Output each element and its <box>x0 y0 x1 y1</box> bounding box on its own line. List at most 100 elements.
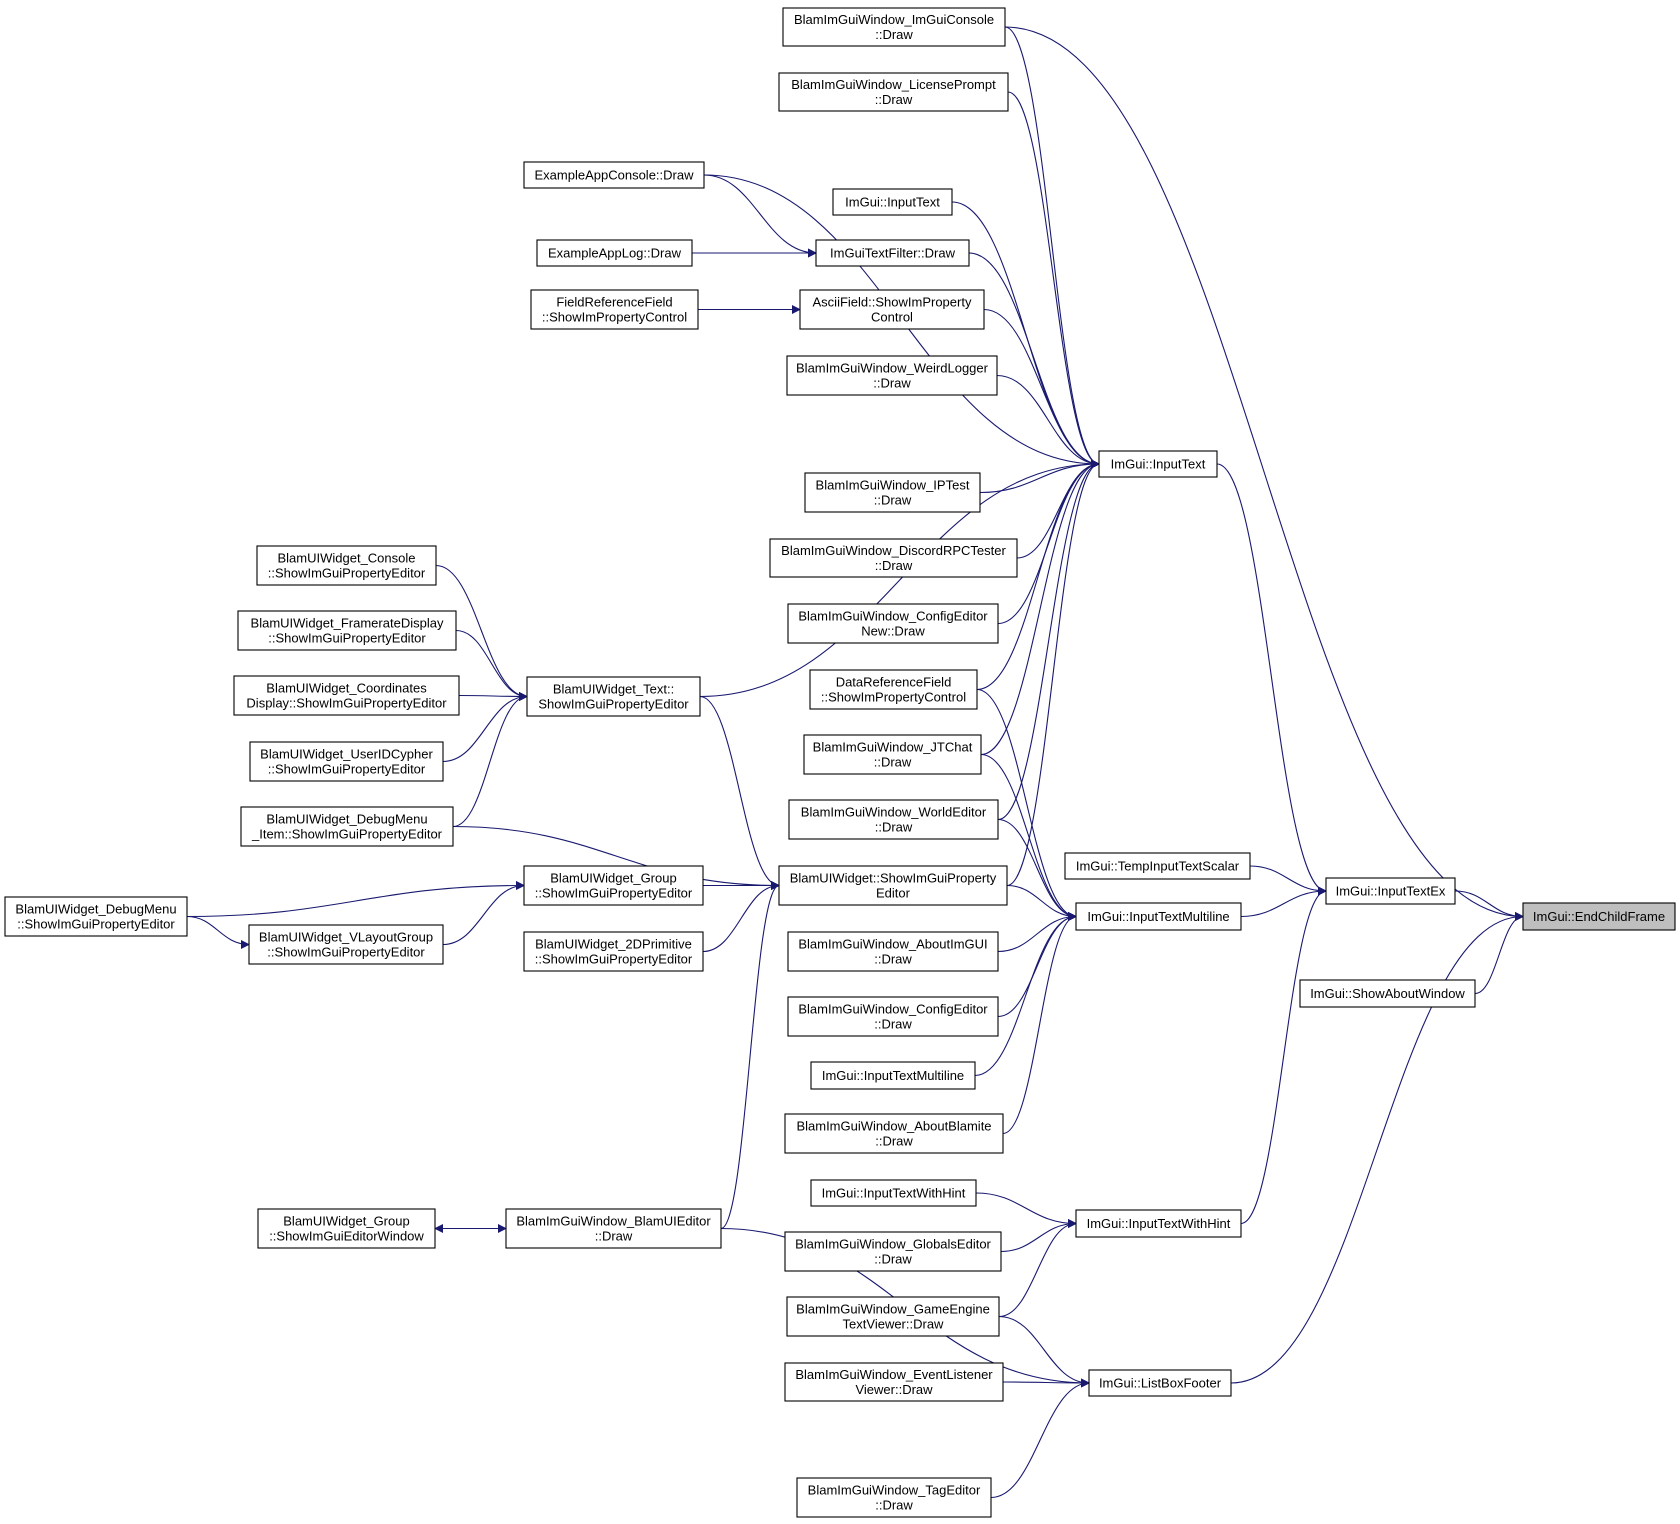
edge-path <box>997 459 1100 821</box>
function-node[interactable]: BlamUIWidget_DebugMenu::ShowImGuiPropert… <box>4 896 188 937</box>
function-node[interactable]: ImGui::InputTextEx <box>1325 877 1456 905</box>
node-box <box>1088 1369 1232 1397</box>
call-edge <box>1454 890 1524 921</box>
node-label: ImGui::TempInputTextScalar <box>1076 859 1240 874</box>
function-node[interactable]: BlamImGuiWindow_IPTest::Draw <box>804 472 981 513</box>
node-label: ::ShowImGuiPropertyEditor <box>268 631 426 646</box>
node-box <box>787 931 999 972</box>
function-node[interactable]: AsciiField::ShowImPropertyControl <box>799 289 985 330</box>
edge-path <box>998 1219 1077 1318</box>
function-node[interactable]: ExampleAppLog::Draw <box>536 239 693 267</box>
function-node[interactable]: BlamImGuiWindow_AboutBlamite::Draw <box>784 1113 1004 1154</box>
function-node[interactable]: ImGui::InputTextWithHint <box>810 1179 977 1207</box>
function-node[interactable]: BlamImGuiWindow_DiscordRPCTester::Draw <box>769 538 1018 578</box>
function-node[interactable]: BlamUIWidget_FramerateDisplay::ShowImGui… <box>237 610 457 651</box>
call-edge <box>980 459 1100 756</box>
call-edge <box>455 629 528 701</box>
node-label: Viewer::Draw <box>855 1382 933 1397</box>
edge-path <box>976 459 1100 691</box>
function-node[interactable]: BlamUIWidget_VLayoutGroup::ShowImGuiProp… <box>248 924 444 965</box>
function-node[interactable]: BlamUIWidget_CoordinatesDisplay::ShowImG… <box>233 675 460 716</box>
call-edge <box>997 818 1077 921</box>
function-node[interactable]: BlamUIWidget_Console::ShowImGuiPropertyE… <box>256 545 437 586</box>
node-label: BlamUIWidget_UserIDCypher <box>260 747 433 762</box>
function-node[interactable]: ImGui::InputTextWithHint <box>1075 1209 1242 1238</box>
function-node[interactable]: BlamImGuiWindow_ConfigEditor::Draw <box>787 996 999 1037</box>
node-label: ImGui::InputText <box>1111 457 1206 472</box>
node-label: ImGui::ShowAboutWindow <box>1310 986 1465 1001</box>
function-node[interactable]: DataReferenceField::ShowImPropertyContro… <box>809 669 978 710</box>
function-node[interactable]: BlamImGuiWindow_BlamUIEditor::Draw <box>505 1208 722 1249</box>
node-box <box>778 865 1008 906</box>
edge-path <box>442 881 525 946</box>
function-node[interactable]: ImGui::InputText <box>1098 450 1218 478</box>
node-label: BlamImGuiWindow_WeirdLogger <box>796 361 989 376</box>
function-node[interactable]: BlamUIWidget_2DPrimitive::ShowImGuiPrope… <box>523 931 704 972</box>
edge-path <box>968 252 1100 469</box>
function-node[interactable]: BlamImGuiWindow_WorldEditor::Draw <box>788 799 999 840</box>
function-node[interactable]: ImGui::ListBoxFooter <box>1088 1369 1232 1397</box>
node-label: BlamUIWidget_Group <box>550 871 676 886</box>
function-node[interactable]: BlamImGuiWindow_TagEditor::Draw <box>796 1477 992 1518</box>
function-node[interactable]: BlamImGuiWindow_WeirdLogger::Draw <box>786 355 998 396</box>
node-label: ::Draw <box>875 92 913 107</box>
function-node[interactable]: BlamUIWidget_Group::ShowImGuiEditorWindo… <box>257 1208 436 1249</box>
node-label: ShowImGuiPropertyEditor <box>538 697 689 712</box>
node-label: ::Draw <box>874 1252 912 1267</box>
function-node[interactable]: ExampleAppConsole::Draw <box>523 161 705 189</box>
node-label: BlamImGuiWindow_GlobalsEditor <box>795 1237 991 1252</box>
function-node[interactable]: BlamImGuiWindow_AboutImGUI::Draw <box>787 931 999 972</box>
function-node[interactable]: FieldReferenceField::ShowImPropertyContr… <box>530 289 699 330</box>
function-node[interactable]: BlamImGuiWindow_EventListenerViewer::Dra… <box>784 1362 1004 1402</box>
call-edge <box>998 1315 1090 1388</box>
call-edge <box>996 374 1100 469</box>
node-box <box>536 239 693 267</box>
function-node[interactable]: BlamUIWidget_Group::ShowImGuiPropertyEdi… <box>523 865 704 906</box>
call-edge <box>976 459 1100 691</box>
node-box <box>248 924 444 965</box>
node-label: Control <box>871 310 913 325</box>
node-label: BlamImGuiWindow_ImGuiConsole <box>794 12 994 27</box>
function-node[interactable]: ImGui::InputTextMultiline <box>810 1061 976 1090</box>
node-label: ::ShowImGuiPropertyEditor <box>535 886 693 901</box>
function-node[interactable]: ImGui::InputTextMultiline <box>1075 902 1242 931</box>
call-edge <box>699 695 780 890</box>
call-edge <box>720 881 780 1230</box>
node-label: New::Draw <box>861 624 925 639</box>
node-box <box>786 1296 1000 1337</box>
call-edge <box>1000 1219 1077 1253</box>
function-node[interactable]: BlamUIWidget_UserIDCypher::ShowImGuiProp… <box>249 741 444 782</box>
node-box <box>784 1362 1004 1402</box>
node-label: ::Draw <box>874 952 912 967</box>
function-node[interactable]: BlamImGuiWindow_ImGuiConsole::Draw <box>782 7 1006 47</box>
edge-path <box>974 912 1077 1077</box>
edge-path <box>1002 912 1077 1135</box>
function-node[interactable]: BlamImGuiWindow_GlobalsEditor::Draw <box>784 1231 1002 1272</box>
call-edge <box>983 308 1100 469</box>
call-edge <box>1474 912 1524 995</box>
function-node[interactable]: ImGui::InputText <box>832 188 953 216</box>
edge-path <box>997 912 1077 1018</box>
function-node[interactable]: BlamImGuiWindow_JTChat::Draw <box>803 734 982 775</box>
node-box <box>1098 450 1218 478</box>
node-label: ImGui::InputTextWithHint <box>1087 1216 1231 1231</box>
function-node[interactable]: BlamImGuiWindow_GameEngineTextViewer::Dr… <box>786 1296 1000 1337</box>
function-node[interactable]: BlamUIWidget::ShowImGuiPropertyEditor <box>778 865 1008 906</box>
node-label: BlamUIWidget_Coordinates <box>266 681 427 696</box>
node-label: BlamImGuiWindow_LicensePrompt <box>791 77 996 92</box>
call-edge <box>1216 463 1327 896</box>
edge-path <box>699 459 1100 698</box>
function-node[interactable]: ImGuiTextFilter::Draw <box>815 239 970 267</box>
function-node[interactable]: ImGui::TempInputTextScalar <box>1064 852 1251 880</box>
function-node[interactable]: BlamUIWidget_Text::ShowImGuiPropertyEdit… <box>526 676 701 717</box>
edge-path <box>699 695 780 890</box>
node-label: BlamUIWidget_VLayoutGroup <box>259 930 433 945</box>
function-node[interactable]: BlamImGuiWindow_LicensePrompt::Draw <box>778 72 1009 112</box>
function-node[interactable]: ImGui::ShowAboutWindow <box>1299 979 1476 1008</box>
function-node[interactable]: BlamUIWidget_DebugMenu_Item::ShowImGuiPr… <box>240 806 454 847</box>
node-box <box>810 1061 976 1090</box>
node-box <box>523 931 704 972</box>
edge-path <box>1230 912 1524 1384</box>
root-function-node[interactable]: ImGui::EndChildFrame <box>1522 902 1676 931</box>
